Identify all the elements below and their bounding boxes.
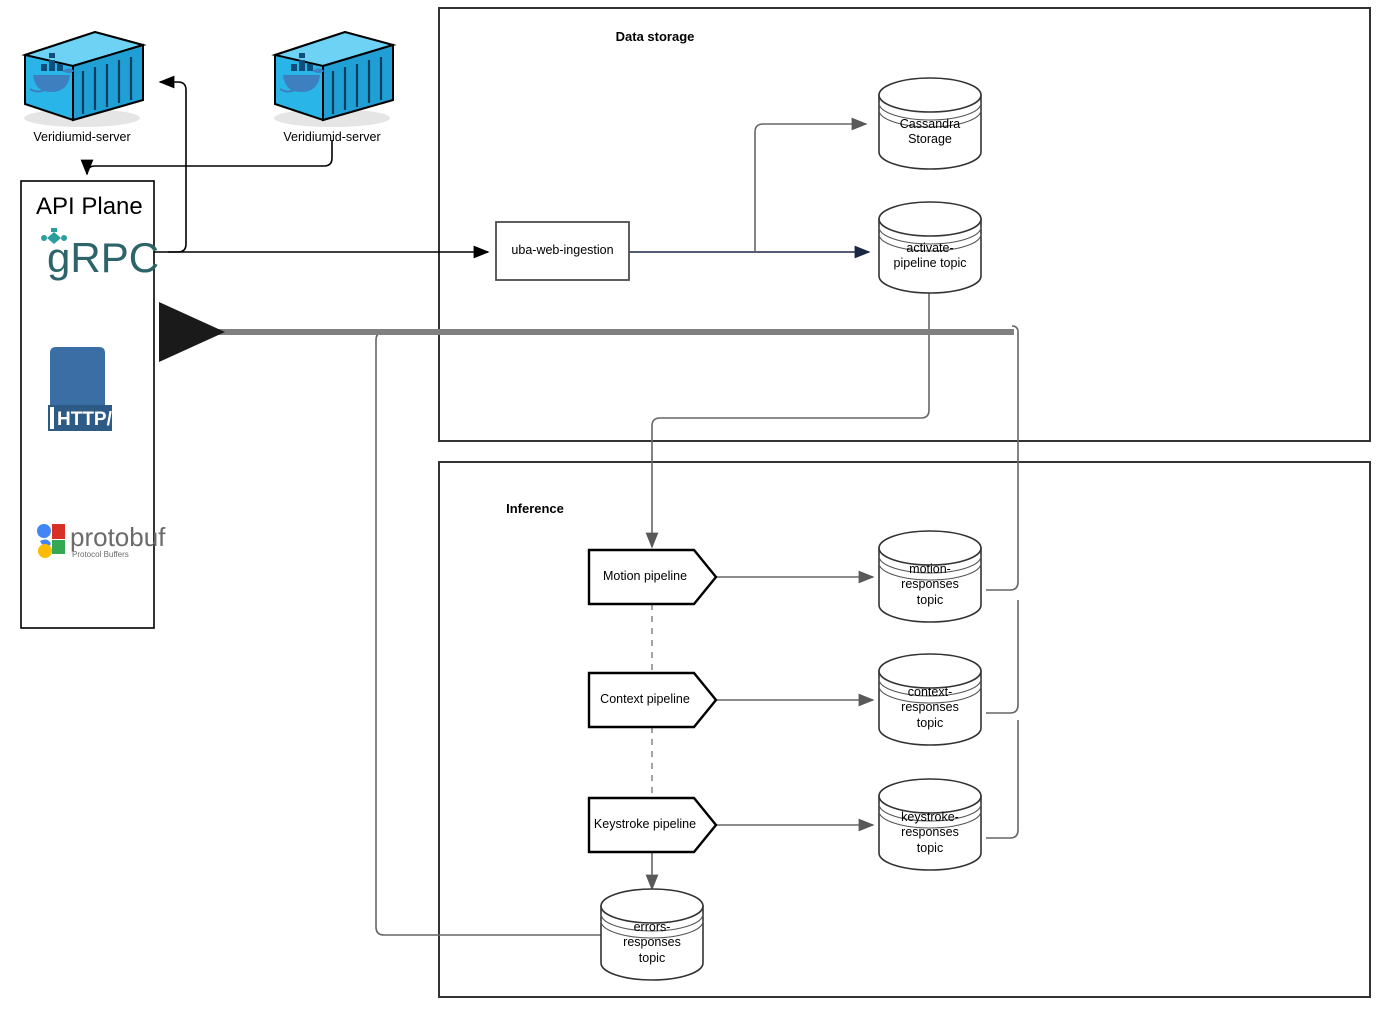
- node-motion-responses-topic[interactable]: [878, 530, 982, 623]
- grpc-logo-icon: gRPC: [41, 228, 159, 281]
- grpc-mark: [41, 228, 67, 244]
- edge-keystroke-responses-to-return-bus: [986, 720, 1019, 839]
- svg-text:Protocol Buffers: Protocol Buffers: [72, 550, 129, 559]
- svg-text:protobuf: protobuf: [70, 522, 166, 552]
- edge-activate-topic-to-motion-pipeline: [645, 292, 930, 549]
- group-box-inference: [438, 461, 1371, 998]
- node-activate-pipeline-topic[interactable]: [878, 201, 982, 294]
- edge-api-plane-to-server-left: [158, 75, 187, 253]
- node-keystroke-responses-topic[interactable]: [878, 778, 982, 871]
- docker-whale-glyph: [29, 53, 74, 93]
- node-motion-pipeline[interactable]: [587, 548, 718, 606]
- docker-container-icon-right: [271, 30, 397, 127]
- svg-text:gRPC: gRPC: [47, 234, 159, 281]
- docker-whale-glyph: [279, 53, 324, 93]
- edge-context-responses-to-return-bus: [986, 600, 1019, 714]
- edge-server-left-to-api-grpc: [170, 140, 332, 253]
- node-context-responses-topic[interactable]: [878, 653, 982, 746]
- node-context-pipeline[interactable]: [587, 671, 718, 729]
- node-cassandra-storage[interactable]: [878, 77, 982, 170]
- edge-server-right-to-api-plane: [86, 140, 333, 175]
- node-errors-responses-topic[interactable]: [600, 888, 704, 981]
- server-caption-left: Veridiumid-server: [33, 130, 131, 144]
- group-title-data-storage: Data storage: [615, 29, 695, 44]
- group-box-data-storage: [438, 7, 1371, 442]
- edge-uba-to-cassandra-storage: [754, 117, 868, 252]
- group-title-inference: Inference: [506, 501, 564, 516]
- edge-return-bus-riser: [1011, 325, 1019, 340]
- edge-errors-responses-to-api-plane: [375, 331, 604, 936]
- api-plane-title: API Plane: [36, 193, 143, 220]
- server-caption-right: Veridiumid-server: [283, 130, 381, 144]
- protobuf-logo-icon: protobuf Protocol Buffers: [37, 522, 166, 559]
- node-uba-web-ingestion[interactable]: [495, 221, 630, 281]
- http2-logo-icon: HTTP/2: [48, 347, 122, 431]
- edge-motion-responses-to-return-bus: [986, 340, 1019, 591]
- svg-text:HTTP/2: HTTP/2: [57, 409, 122, 430]
- node-keystroke-pipeline[interactable]: [587, 796, 718, 854]
- docker-container-icon-left: [21, 30, 147, 127]
